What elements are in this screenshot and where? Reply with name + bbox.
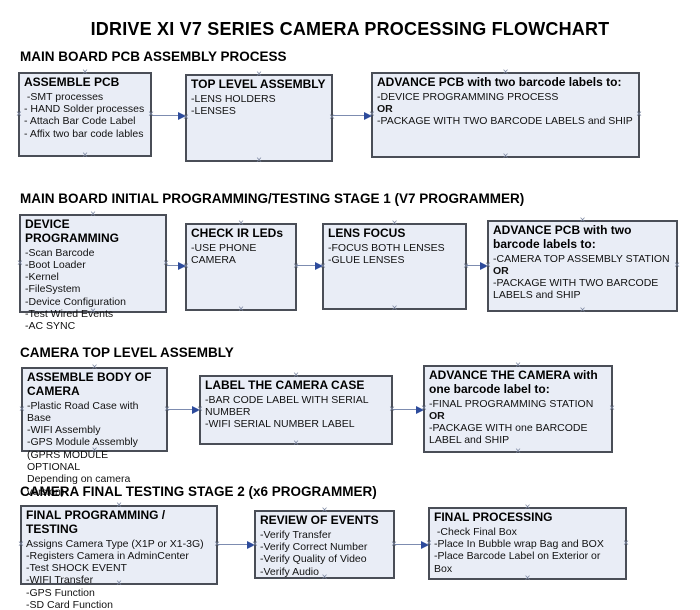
box-line: -BAR CODE LABEL WITH SERIAL NUMBER bbox=[205, 393, 372, 419]
flow-box-lens-focus: LENS FOCUS -FOCUS BOTH LENSES -GLUE LENS… bbox=[320, 219, 469, 314]
box-line: -Test Wired Events bbox=[25, 308, 114, 320]
connection-point-icon: × bbox=[524, 573, 531, 584]
box-line: -GPS Module Assembly bbox=[27, 436, 138, 449]
connection-point-icon: × bbox=[82, 150, 88, 161]
box-line: -GPS Function bbox=[26, 586, 95, 599]
box-line: -WIFI Transfer bbox=[26, 574, 94, 587]
box-title: FINAL PROGRAMMING / TESTING bbox=[26, 508, 166, 536]
connection-point-icon: × bbox=[389, 404, 395, 415]
box-line: (GPRS MODULE OPTIONAL bbox=[27, 448, 112, 473]
box-line: -LENS HOLDERS bbox=[191, 92, 276, 105]
flow-box-assemble-body: ASSEMBLE BODY OF CAMERA -Plastic Road Ca… bbox=[19, 363, 170, 498]
box-line: -Registers Camera in AdminCenter bbox=[26, 549, 189, 562]
box-line: -GLUE LENSES bbox=[328, 254, 405, 267]
flow-box-label-camera-case: LABEL THE CAMERA CASE -BAR CODE LABEL WI… bbox=[197, 371, 395, 449]
connection-point-icon: × bbox=[19, 403, 25, 415]
box-line: -Verify Transfer bbox=[260, 528, 332, 541]
box-line: -FOCUS BOTH LENSES bbox=[328, 241, 445, 254]
connection-point-icon: × bbox=[18, 539, 24, 550]
box-line: -PACKAGE WITH TWO BARCODE LABELS and SHI… bbox=[493, 277, 662, 302]
box-title: DEVICE PROGRAMMING bbox=[25, 217, 119, 245]
connection-point-icon: × bbox=[391, 303, 398, 314]
flow-box-review-of-events: REVIEW OF EVENTS -Verify Transfer -Verif… bbox=[252, 506, 397, 583]
flow-box-final-processing: FINAL PROCESSING -Check Final Box -Place… bbox=[426, 503, 629, 584]
connection-point-icon: × bbox=[502, 151, 509, 162]
box-line: -SMT processes bbox=[24, 90, 104, 103]
box-line: OR bbox=[377, 103, 393, 116]
box-line: OR bbox=[429, 409, 445, 422]
connection-point-icon: × bbox=[17, 257, 23, 269]
flow-box-assemble-pcb: ASSEMBLE PCB -SMT processes - HAND Solde… bbox=[16, 68, 154, 161]
section-heading-camera-top-assembly: CAMERA TOP LEVEL ASSEMBLY bbox=[20, 345, 234, 360]
connection-point-icon: × bbox=[674, 260, 680, 271]
box-line: -FINAL PROGRAMMING STATION bbox=[429, 397, 594, 410]
box-title: ASSEMBLE PCB bbox=[24, 75, 120, 89]
page-title: IDRIVE XI V7 SERIES CAMERA PROCESSING FL… bbox=[90, 19, 610, 39]
box-line: -Device Configuration bbox=[25, 295, 126, 308]
box-line: -Test SHOCK EVENT bbox=[26, 562, 127, 575]
box-line: -AC SYNC bbox=[25, 320, 76, 333]
box-line: -SD Card Function bbox=[26, 599, 113, 610]
box-line: Assigns Camera Type (X1P or X1-3G) bbox=[26, 537, 204, 550]
box-title: LABEL THE CAMERA CASE bbox=[205, 378, 365, 392]
box-title: ADVANCE PCB with two barcode labels to: bbox=[493, 223, 632, 251]
box-line: -Check Final Box bbox=[434, 525, 517, 538]
box-line: -Verify Audio bbox=[260, 565, 319, 578]
box-title: TOP LEVEL ASSEMBLY bbox=[191, 77, 326, 91]
box-line: -DEVICE PROGRAMMING PROCESS bbox=[377, 90, 559, 103]
box-title: REVIEW OF EVENTS bbox=[260, 513, 379, 527]
section-heading-final-testing: CAMERA FINAL TESTING STAGE 2 (x6 PROGRAM… bbox=[20, 484, 377, 499]
box-line: -Boot Loader bbox=[25, 258, 86, 271]
flow-box-advance-pcb-two-labels: ADVANCE PCB with two barcode labels to: … bbox=[369, 68, 642, 162]
section-heading-pcb-assembly: MAIN BOARD PCB ASSEMBLY PROCESS bbox=[20, 49, 287, 64]
box-line: -WIFI SERIAL NUMBER LABEL bbox=[205, 418, 355, 431]
box-line: -CAMERA TOP ASSEMBLY STATION bbox=[493, 252, 670, 265]
box-title: ADVANCE PCB with two barcode labels to: bbox=[377, 75, 622, 89]
box-line: -Place In Bubble wrap Bag and BOX bbox=[434, 538, 604, 551]
flow-box-device-programming: DEVICE PROGRAMMING -Scan Barcode -Boot L… bbox=[17, 210, 169, 333]
box-line: - HAND Solder processes bbox=[24, 103, 145, 116]
connection-point-icon: × bbox=[16, 108, 22, 120]
connection-point-icon: × bbox=[238, 304, 244, 315]
box-line: - Affix two bar code lables bbox=[24, 127, 144, 140]
box-line: -Kernel bbox=[25, 271, 59, 284]
flow-box-final-programming-testing: FINAL PROGRAMMING / TESTING Assigns Came… bbox=[18, 501, 220, 610]
flow-box-top-level-assembly: TOP LEVEL ASSEMBLY -LENS HOLDERS -LENSES… bbox=[183, 70, 335, 166]
connection-point-icon: × bbox=[293, 261, 299, 272]
box-title: ADVANCE THE CAMERA with one barcode labe… bbox=[429, 368, 598, 396]
box-title: LENS FOCUS bbox=[328, 226, 406, 240]
box-line: -Scan Barcode bbox=[25, 246, 95, 259]
box-title: CHECK IR LEDs bbox=[191, 226, 284, 240]
box-line: -USE PHONE CAMERA bbox=[191, 241, 260, 267]
connection-point-icon: × bbox=[515, 446, 521, 457]
box-line: -LENSES bbox=[191, 105, 236, 118]
box-line: Depending on camera version) bbox=[27, 473, 134, 498]
connection-point-icon: × bbox=[256, 155, 262, 166]
box-line: -PACKAGE WITH TWO BARCODE LABELS and SHI… bbox=[377, 115, 633, 128]
box-line: - Attach Bar Code Label bbox=[24, 115, 136, 128]
box-line: -Verify Correct Number bbox=[260, 541, 368, 554]
box-title: FINAL PROCESSING bbox=[434, 510, 553, 524]
flow-box-check-ir-leds: CHECK IR LEDs -USE PHONE CAMERA ×××× bbox=[183, 219, 299, 315]
box-line: -Plastic Road Case with Base bbox=[27, 399, 142, 424]
connection-point-icon: × bbox=[463, 260, 469, 272]
box-title: ASSEMBLE BODY OF CAMERA bbox=[27, 370, 152, 398]
flow-box-advance-pcb-stage1: ADVANCE PCB with two barcode labels to: … bbox=[485, 216, 680, 316]
connection-point-icon: × bbox=[293, 438, 299, 449]
box-line: OR bbox=[493, 264, 509, 277]
box-line: -FileSystem bbox=[25, 283, 81, 296]
box-line: -Verify Quality of Video bbox=[260, 553, 367, 566]
box-line: -PACKAGE WITH one BARCODE LABEL and SHIP bbox=[429, 422, 591, 447]
connection-point-icon: × bbox=[623, 537, 629, 549]
box-line: -Place Barcode Label on Exterior or Box bbox=[434, 550, 604, 575]
connection-point-icon: × bbox=[579, 305, 586, 316]
box-line: -WIFI Assembly bbox=[27, 424, 101, 437]
connection-point-icon: × bbox=[609, 403, 615, 414]
connection-point-icon: × bbox=[636, 109, 642, 120]
connection-point-icon: × bbox=[214, 539, 220, 550]
connection-point-icon: × bbox=[163, 257, 169, 269]
flow-box-advance-camera-one-label: ADVANCE THE CAMERA with one barcode labe… bbox=[421, 361, 615, 457]
section-heading-initial-programming: MAIN BOARD INITIAL PROGRAMMING/TESTING S… bbox=[20, 191, 525, 206]
